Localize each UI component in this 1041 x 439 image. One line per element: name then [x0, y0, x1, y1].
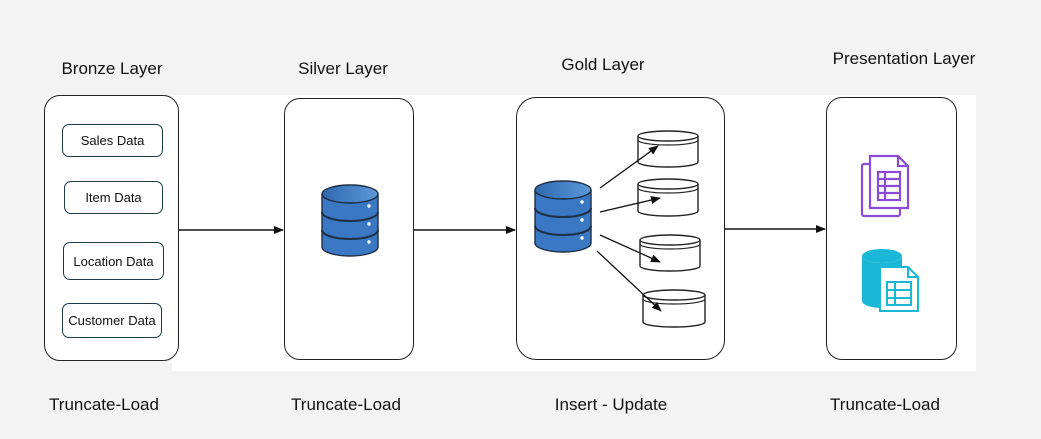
bronze-layer-title: Bronze Layer: [61, 59, 163, 78]
presentation-layer-panel: [826, 97, 957, 360]
gold-layer-title: Gold Layer: [561, 55, 645, 74]
report-icon: [860, 154, 910, 218]
gold-database-icon: [534, 180, 592, 253]
silver-database-icon: [321, 184, 379, 257]
sales-data-box: Sales Data: [62, 124, 163, 157]
presentation-load-method: Truncate-Load: [830, 395, 940, 414]
bronze-load-method: Truncate-Load: [49, 395, 159, 414]
silver-load-method: Truncate-Load: [291, 395, 401, 414]
silver-layer-title: Silver Layer: [298, 59, 388, 78]
gold-table-icon-2: [637, 178, 699, 217]
gold-load-method: Insert - Update: [554, 395, 668, 414]
item-data-box: Item Data: [64, 181, 163, 214]
gold-fanout-arrows: [596, 145, 662, 312]
presentation-layer-title: Presentation Layer: [832, 49, 976, 68]
customer-data-box: Customer Data: [62, 303, 162, 338]
data-table-icon: [862, 249, 919, 312]
gold-table-icon-3: [639, 234, 701, 272]
location-data-box: Location Data: [63, 242, 164, 280]
gold-table-icon-1: [637, 130, 699, 168]
gold-table-icon-4: [642, 289, 706, 328]
